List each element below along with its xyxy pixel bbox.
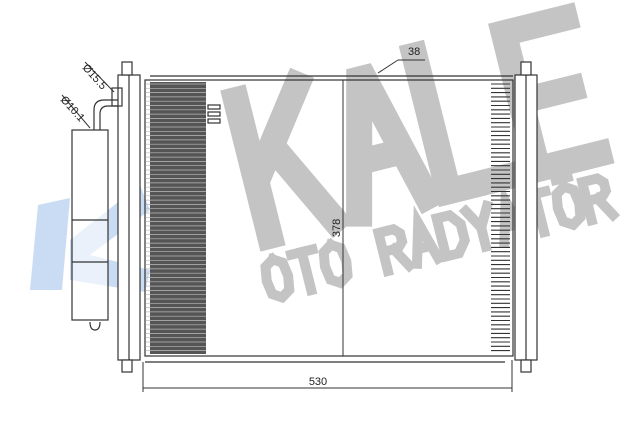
watermark-glyph xyxy=(386,242,417,273)
watermark-glyph xyxy=(260,252,295,304)
pipe-large-label: Ø15.5 xyxy=(80,62,109,92)
leader-pipe-small xyxy=(61,94,91,129)
watermark-glyph xyxy=(295,246,318,297)
watermark-glyph xyxy=(318,237,353,289)
leader-pipe-large xyxy=(84,61,115,93)
watermark-glyph xyxy=(551,179,586,231)
watermark-glyph xyxy=(346,136,416,178)
watermark-glyph xyxy=(590,191,621,222)
watermark-glyph xyxy=(475,221,492,253)
dimension-height-label: 378 xyxy=(331,219,343,237)
leader-thickness xyxy=(377,59,399,74)
watermark-glyph xyxy=(254,129,353,239)
pipe-small-label: Ø10.1 xyxy=(58,94,87,124)
core-frame xyxy=(144,79,514,357)
dimension-width-label: 530 xyxy=(309,376,327,388)
watermark-glyph xyxy=(412,239,437,256)
core-fins-left xyxy=(146,82,206,354)
watermark-glyph xyxy=(398,39,526,208)
core-fins-right xyxy=(491,83,510,352)
watermark-glyph xyxy=(430,209,471,263)
dimension-thickness-label: 38 xyxy=(408,46,420,58)
receiver-drier xyxy=(71,129,109,321)
